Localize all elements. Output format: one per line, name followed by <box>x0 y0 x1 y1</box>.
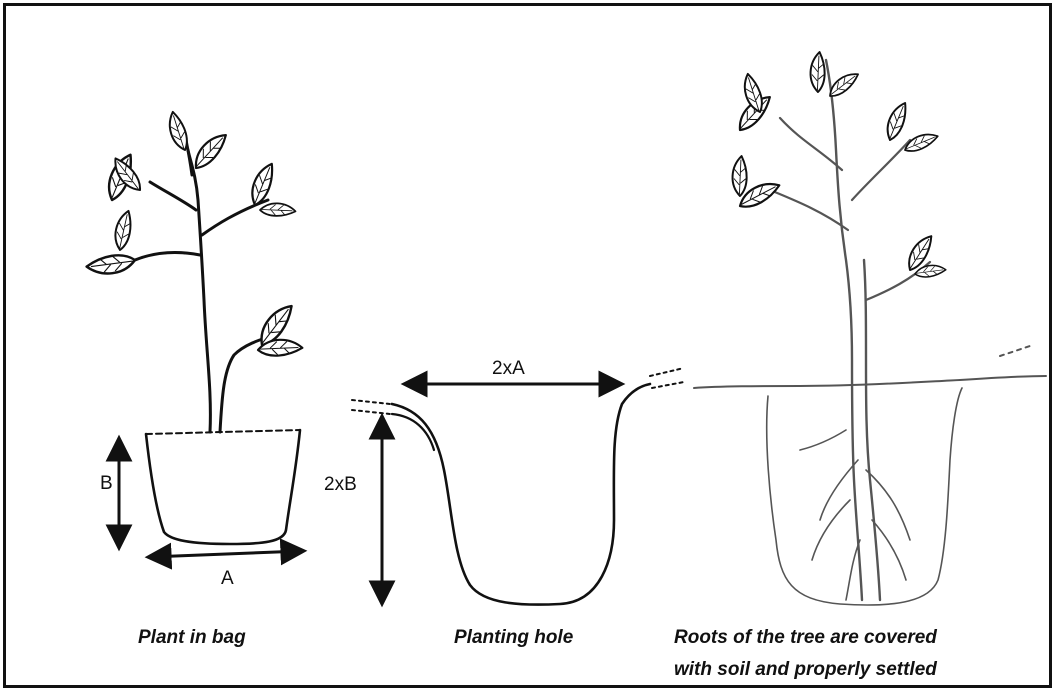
label-b: B <box>100 473 113 494</box>
label-a: A <box>221 568 234 589</box>
hole-outline <box>392 384 650 605</box>
bag-top <box>146 430 300 434</box>
label-2xb: 2xB <box>324 474 357 495</box>
leaf <box>742 72 764 114</box>
plant-in-bag: B A Plant in bag <box>87 110 303 648</box>
leaf <box>167 110 189 152</box>
caption-roots-line-1: Roots of the tree are covered <box>674 627 937 648</box>
caption-planting-hole: Planting hole <box>454 627 574 648</box>
width-arrow <box>150 551 302 557</box>
leaf <box>244 161 280 207</box>
leaf <box>729 155 751 197</box>
filled-hole <box>767 388 962 605</box>
label-2xa: 2xA <box>492 358 525 379</box>
leaf <box>87 255 135 273</box>
leaf <box>807 51 829 93</box>
leaf <box>188 130 232 171</box>
planting-hole-panel: 2xA 2xB Planting hole <box>324 358 684 648</box>
leaf <box>880 100 913 142</box>
leaf <box>259 200 296 219</box>
ground-line <box>694 376 1046 388</box>
caption-roots-line-2: with soil and properly settled <box>674 659 937 680</box>
bag <box>146 430 300 544</box>
leaf <box>110 209 138 251</box>
planted-tree: Roots of the tree are covered with soil … <box>674 51 1046 680</box>
leaf <box>915 265 946 277</box>
caption-plant-in-bag: Plant in bag <box>138 627 246 648</box>
